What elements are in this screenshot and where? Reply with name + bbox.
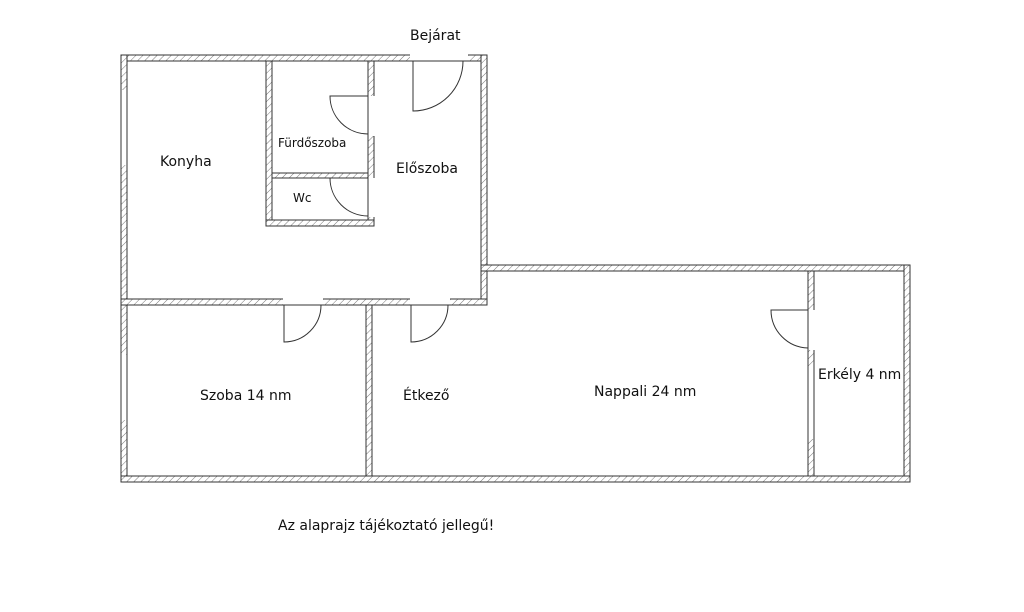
- bathroom-door: [329, 95, 369, 135]
- room-label-dining: Étkező: [403, 388, 450, 404]
- disclaimer-note: Az alaprajz tájékoztató jellegű!: [278, 518, 495, 534]
- room-label-wc: Wc: [293, 191, 312, 205]
- entrance-door: [412, 60, 464, 112]
- wc-door: [329, 177, 369, 217]
- room-label-kitchen: Konyha: [160, 154, 212, 170]
- room-label-hall: Előszoba: [396, 161, 458, 177]
- dining-door: [410, 304, 449, 343]
- openings: [120, 54, 815, 439]
- bedroom-door: [283, 304, 322, 343]
- room-label-living: Nappali 24 nm: [594, 384, 697, 400]
- room-label-balcony: Erkély 4 nm: [818, 367, 902, 383]
- balcony-door: [770, 309, 809, 349]
- room-label-bathroom: Fürdőszoba: [278, 136, 347, 150]
- entrance-label: Bejárat: [410, 28, 461, 44]
- doors: [283, 60, 809, 349]
- room-label-bedroom: Szoba 14 nm: [200, 388, 292, 404]
- walls: [120, 54, 911, 483]
